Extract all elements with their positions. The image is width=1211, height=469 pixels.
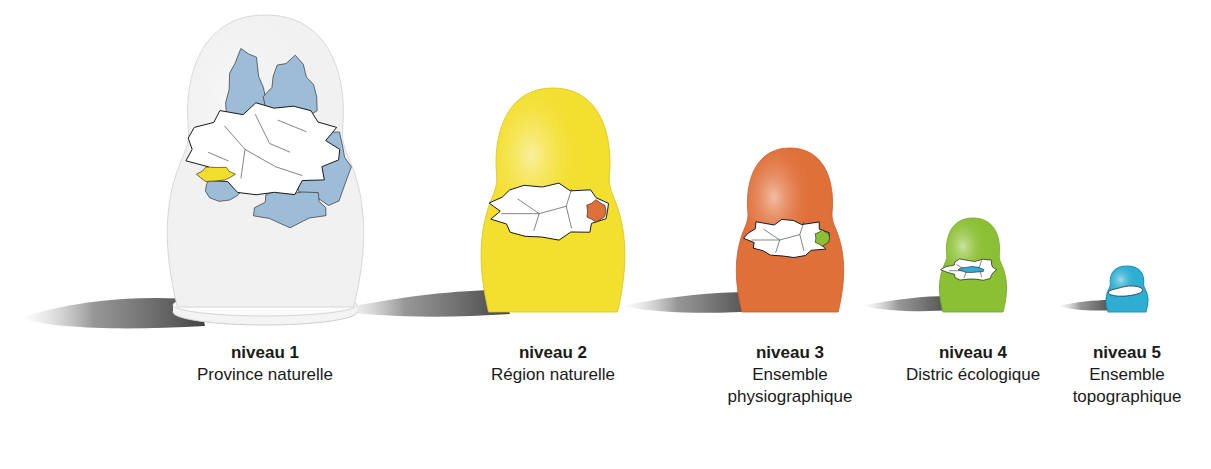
level-name: Distric écologique [888,364,1058,386]
doll-node: niveau 2Région naturelle [458,88,648,386]
level-number: niveau 5 [1062,342,1192,364]
doll-node: niveau 4Distric écologique [883,218,1063,386]
level-name: Province naturelle [165,364,365,386]
doll-body [481,88,625,312]
map-outline [1108,286,1142,296]
matryoshka-doll [163,15,368,307]
level-name: Ensemble topographique [1062,364,1192,408]
level-name: Région naturelle [463,364,643,386]
map-outline [185,49,350,228]
doll-body [1106,266,1148,312]
doll-sheen [167,15,363,307]
matryoshka-doll [734,148,846,312]
level-caption: niveau 3Ensemble physiographique [725,342,855,408]
doll-body [167,15,363,307]
level-caption: niveau 5Ensemble topographique [1062,342,1192,408]
level-number: niveau 4 [888,342,1058,364]
level-caption: niveau 4Distric écologique [888,342,1058,386]
matryoshka-doll [938,218,1008,312]
map-outline [941,259,997,280]
doll-sheen [481,88,625,312]
doll-sheen [939,218,1006,312]
level-number: niveau 2 [463,342,643,364]
level-number: niveau 1 [165,342,365,364]
shadow [335,290,510,317]
doll-node: niveau 3Ensemble physiographique [720,148,860,408]
map-outline [744,219,830,257]
matryoshka-doll [1105,266,1149,312]
doll-node: niveau 1Province naturelle [158,15,373,386]
matryoshka-doll [478,88,628,312]
doll-body [736,148,843,312]
doll-body [939,218,1006,312]
level-caption: niveau 1Province naturelle [165,342,365,386]
doll-sheen [1106,266,1148,312]
doll-sheen [736,148,843,312]
level-name: Ensemble physiographique [725,364,855,408]
level-number: niveau 3 [725,342,855,364]
map-outline [489,183,608,240]
level-caption: niveau 2Région naturelle [463,342,643,386]
doll-node: niveau 5Ensemble topographique [1057,266,1197,408]
